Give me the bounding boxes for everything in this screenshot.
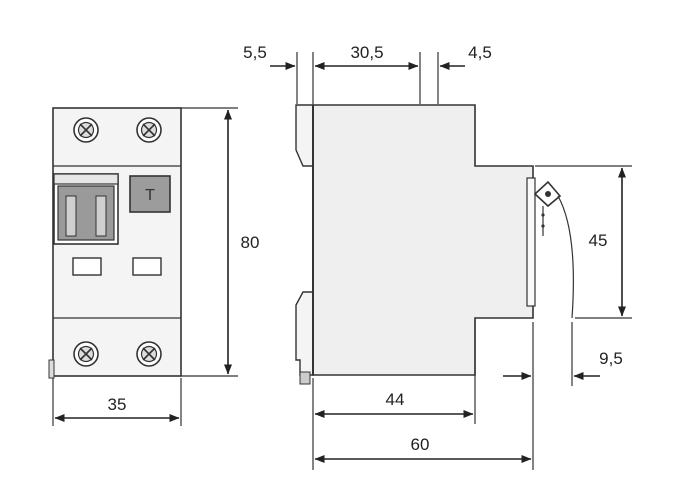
side-right-strip: [526, 177, 536, 307]
dimension-label: 60: [411, 435, 430, 454]
dimension-label: 4,5: [468, 43, 492, 62]
dimension-label: 45: [589, 231, 608, 250]
test-button-label: T: [145, 187, 155, 204]
front-side-rail: [48, 359, 55, 379]
dimension-side-top: 5,5 30,5 4,5: [243, 43, 492, 104]
indicator-window-right: [132, 257, 162, 276]
side-hook: [533, 180, 574, 319]
dimension-label: 30,5: [350, 43, 383, 62]
indicator-window-left: [72, 257, 102, 276]
dimension-side-total-depth: 60: [314, 435, 532, 463]
screw-icon: [73, 117, 99, 143]
dimension-label: 44: [386, 390, 405, 409]
switch-lever: [53, 173, 119, 245]
side-top-clip: [295, 104, 314, 167]
dimension-label: 80: [241, 233, 260, 252]
screw-icon: [136, 117, 162, 143]
dimension-label: 9,5: [599, 349, 623, 368]
side-bottom-clip: [295, 291, 314, 376]
dimension-label: 35: [108, 395, 127, 414]
front-view: T 80 35: [48, 107, 260, 426]
dimension-label: 5,5: [243, 43, 267, 62]
screw-icon: [73, 341, 99, 367]
test-button: T: [129, 175, 171, 213]
screw-icon: [136, 341, 162, 367]
dimension-side-hook-offset: 9,5: [503, 322, 623, 470]
dimension-front-height: 80: [181, 107, 260, 377]
dimension-front-width: 35: [52, 378, 182, 426]
dimension-side-step-height: 45: [535, 165, 632, 319]
side-bottom-foot: [299, 371, 311, 385]
side-body-outline: [312, 104, 534, 376]
side-view: 5,5 30,5 4,5 45 9,5 44: [243, 43, 632, 470]
dimension-side-base-depth: 44: [312, 320, 476, 470]
